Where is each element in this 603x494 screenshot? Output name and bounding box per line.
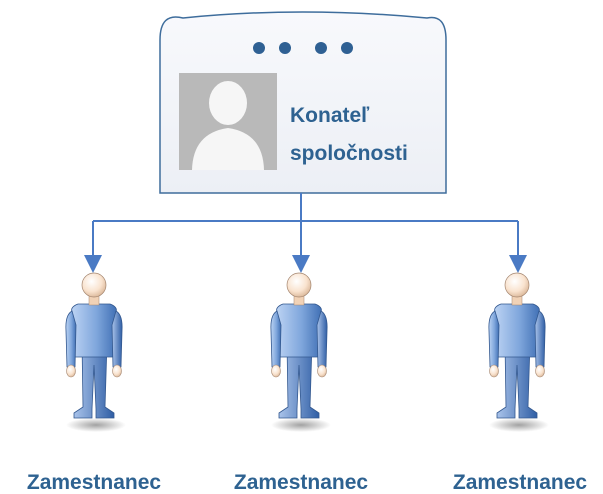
dot-icon [341,42,353,54]
connectors [84,193,527,273]
dot-icon [279,42,291,54]
person-icon [488,272,550,433]
employee-1: Zamestnanec [27,272,162,494]
person-icon [270,272,332,433]
employee-3: Zamestnanec [453,272,588,494]
employee-label: Zamestnanec [27,471,162,494]
employee-label: Zamestnanec [453,471,588,494]
manager-title-line1: Konateľ [290,104,370,127]
dot-icon [315,42,327,54]
employee-2: Zamestnanec [234,272,369,494]
dot-icon [253,42,265,54]
person-icon [65,272,127,433]
avatar-placeholder-icon [179,73,277,170]
card-dots [253,42,353,54]
manager-title-line2: spoločnosti [290,142,408,165]
manager-card: Konateľ spoločnosti [159,11,447,194]
employee-label: Zamestnanec [234,471,369,494]
